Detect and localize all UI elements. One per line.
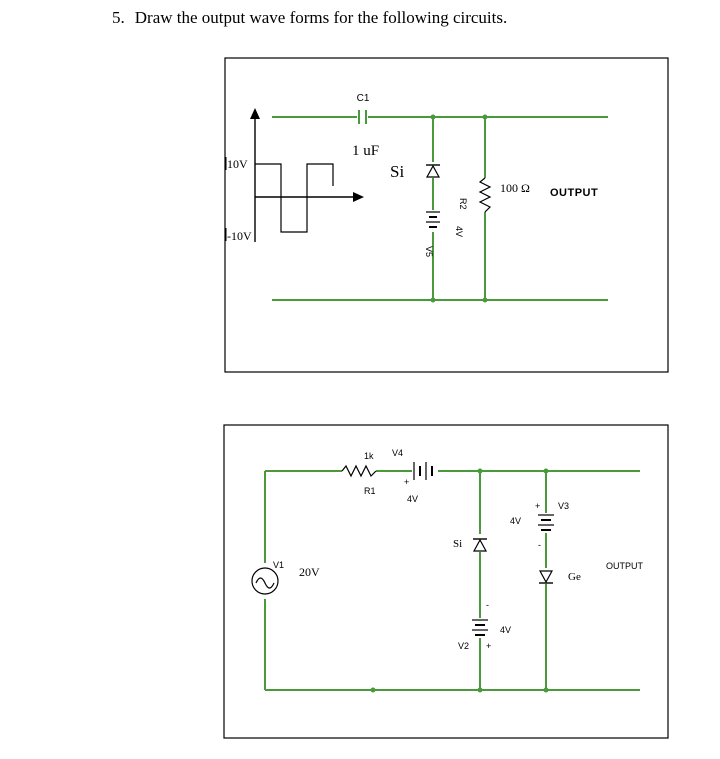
battery-v3-value: 4V xyxy=(510,516,521,526)
capacitor-c1 xyxy=(358,110,367,124)
battery-v2-name: V2 xyxy=(458,641,469,651)
battery-v2-value: 4V xyxy=(500,625,511,635)
circuit2-output-label: OUTPUT xyxy=(606,561,644,571)
resistor-r1-value: 1k xyxy=(364,451,374,461)
battery-v2-plus: + xyxy=(486,641,491,651)
circuit2-wires xyxy=(264,470,640,691)
question-number: 5. xyxy=(112,8,125,27)
input-waveform xyxy=(225,108,364,242)
battery-v5 xyxy=(426,211,440,228)
resistor-r1-name: R1 xyxy=(364,486,376,496)
input-high-label: 10V xyxy=(227,157,248,171)
battery-v3-plus: + xyxy=(535,501,540,511)
battery-v2 xyxy=(472,619,488,636)
battery-v3-minus: - xyxy=(538,540,541,550)
capacitor-c1-value: 1 uF xyxy=(352,143,379,159)
battery-v2-minus: - xyxy=(486,600,489,610)
diode-si-circuit2 xyxy=(472,538,488,552)
battery-v4-value: 4V xyxy=(407,494,418,504)
circuit2-junctions xyxy=(370,468,549,693)
capacitor-c1-name: C1 xyxy=(357,93,370,104)
resistor-r2-value: 100 Ω xyxy=(500,181,530,195)
resistor-r2 xyxy=(478,177,492,213)
question-title: 5. Draw the output wave forms for the fol… xyxy=(112,8,507,28)
circuit2-frame xyxy=(223,424,669,739)
battery-v3-name: V3 xyxy=(558,501,569,511)
ac-source-v1-name: V1 xyxy=(273,560,284,570)
battery-v3 xyxy=(538,514,554,531)
ac-source-v1 xyxy=(251,567,279,595)
question-text: Draw the output wave forms for the follo… xyxy=(134,8,508,27)
circuit1-wires xyxy=(272,116,608,301)
battery-v4-plus: + xyxy=(404,477,409,487)
diode-si2-label: Si xyxy=(453,538,462,550)
battery-v4-name: V4 xyxy=(392,448,403,458)
battery-v4 xyxy=(413,462,433,480)
diode-si-label: Si xyxy=(390,162,404,181)
circuit1-frame xyxy=(224,57,669,373)
resistor-r2-name: R2 xyxy=(458,198,468,210)
battery-v5-name: V5 xyxy=(424,246,434,257)
circuit1: C1 1 uF Si V5 4V R2 100 Ω OUTPUT xyxy=(224,57,669,373)
circuit2: 1k R1 V4 + 4V V1 20V Si xyxy=(223,424,669,739)
circuit1-junctions xyxy=(430,114,488,303)
input-low-label: -10V xyxy=(227,229,252,243)
circuit1-output-label: OUTPUT xyxy=(550,187,598,199)
diode-si-circuit1 xyxy=(425,164,441,178)
ac-source-v1-value: 20V xyxy=(299,565,320,579)
battery-v5-value: 4V xyxy=(454,226,464,237)
diode-ge-label: Ge xyxy=(568,571,581,583)
resistor-r1 xyxy=(341,464,377,478)
diode-ge xyxy=(538,570,554,584)
